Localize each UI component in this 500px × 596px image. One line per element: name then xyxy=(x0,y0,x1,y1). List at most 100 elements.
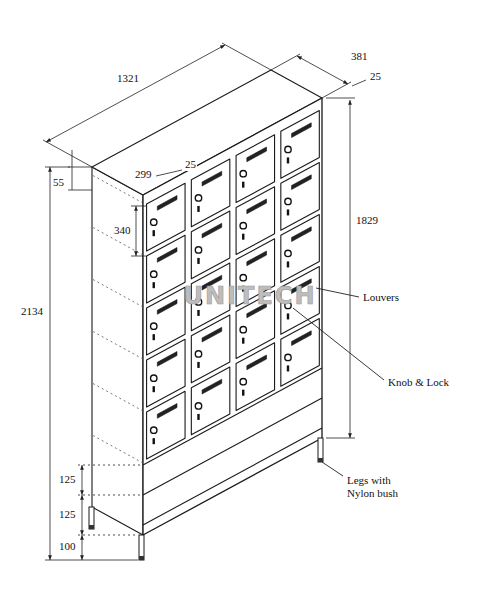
door-knob xyxy=(151,323,157,329)
dimension-line xyxy=(78,535,138,536)
dimension-line xyxy=(131,256,146,257)
dimension-label: 299 xyxy=(134,168,153,181)
dimension-line xyxy=(68,190,92,191)
door-knob xyxy=(285,354,291,360)
door-lock xyxy=(153,282,155,288)
louver-slot xyxy=(202,171,222,186)
louver-slot xyxy=(247,251,267,266)
leader-line xyxy=(293,308,384,380)
door-lock xyxy=(287,157,289,163)
louver-slot xyxy=(292,123,312,138)
door-knob xyxy=(285,198,291,204)
dimension-line xyxy=(322,82,351,98)
louver-slot xyxy=(247,199,267,214)
nylon-bush xyxy=(89,525,94,529)
dimension-label: 25 xyxy=(184,158,197,171)
hidden-shelf-line xyxy=(92,383,143,411)
door-lock xyxy=(153,386,155,392)
door-knob xyxy=(285,250,291,256)
door-knob xyxy=(285,146,291,152)
dimension-line xyxy=(82,535,83,560)
door-knob xyxy=(240,378,246,384)
leader-line xyxy=(156,170,182,176)
dimension-line xyxy=(78,495,141,496)
cabinet-leg xyxy=(318,438,323,462)
part-label: Legs with Nylon bush xyxy=(346,474,420,499)
louver-slot xyxy=(292,331,312,346)
dimension-label: 55 xyxy=(52,176,65,189)
dimension-line xyxy=(45,167,70,168)
part-label: Knob & Lock xyxy=(387,376,450,389)
door-knob xyxy=(151,219,157,225)
louver-slot xyxy=(157,196,177,211)
louver-slot xyxy=(292,227,312,242)
louver-slot xyxy=(157,352,177,367)
door-lock xyxy=(287,261,289,267)
door-knob xyxy=(151,427,157,433)
door-knob xyxy=(195,195,201,201)
dimension-line xyxy=(222,43,271,70)
band-edge xyxy=(143,398,322,495)
louver-slot xyxy=(247,147,267,162)
door-lock xyxy=(242,182,244,188)
door-lock xyxy=(153,334,155,340)
door-lock xyxy=(197,414,199,420)
locker-door xyxy=(191,367,229,435)
dimension-line xyxy=(43,140,92,167)
door-lock xyxy=(242,390,244,396)
dimension-line xyxy=(350,100,351,438)
leader-line xyxy=(322,462,343,476)
louver-slot xyxy=(247,355,267,370)
dimension-line xyxy=(82,495,83,535)
louver-slot xyxy=(157,404,177,419)
front-frame xyxy=(143,98,322,535)
louver-slot xyxy=(157,300,177,315)
leader-line xyxy=(352,80,366,86)
door-knob xyxy=(195,351,201,357)
dimension-line xyxy=(297,56,348,84)
leader-line xyxy=(316,288,359,297)
door-lock xyxy=(287,313,289,319)
door-lock xyxy=(242,234,244,240)
locker-door xyxy=(281,318,319,386)
dimension-line xyxy=(271,54,300,70)
hidden-shelf-line xyxy=(92,279,143,307)
dimension-line xyxy=(46,45,225,142)
band-edge xyxy=(143,428,322,525)
dimension-label: 25 xyxy=(369,70,382,83)
dimension-label: 125 xyxy=(58,473,77,486)
dimension-line xyxy=(68,167,92,168)
door-lock xyxy=(197,258,199,264)
door-lock xyxy=(287,365,289,371)
side-panel xyxy=(92,167,143,535)
dimension-line xyxy=(136,206,137,256)
hidden-shelf-line xyxy=(92,331,143,359)
hidden-shelf-line xyxy=(92,435,143,463)
dimension-line xyxy=(326,98,355,99)
louver-slot xyxy=(202,223,222,238)
dimension-line xyxy=(131,206,146,207)
dimension-label: 125 xyxy=(58,508,77,521)
door-knob xyxy=(240,222,246,228)
dimension-line xyxy=(78,465,141,466)
dimension-label: 340 xyxy=(113,224,132,237)
louver-slot xyxy=(157,248,177,263)
band-edge xyxy=(143,368,322,465)
door-knob xyxy=(151,271,157,277)
watermark: UNITECH xyxy=(183,283,318,311)
door-knob xyxy=(240,170,246,176)
dimension-line xyxy=(326,438,355,439)
door-knob xyxy=(195,247,201,253)
door-lock xyxy=(153,230,155,236)
louver-slot xyxy=(202,327,222,342)
door-lock xyxy=(242,338,244,344)
cabinet-leg xyxy=(139,535,144,560)
nylon-bush xyxy=(139,556,144,560)
nylon-bush xyxy=(318,458,323,462)
locker-door xyxy=(236,343,274,411)
louver-slot xyxy=(292,175,312,190)
door-knob xyxy=(240,326,246,332)
dimension-line xyxy=(72,150,73,190)
